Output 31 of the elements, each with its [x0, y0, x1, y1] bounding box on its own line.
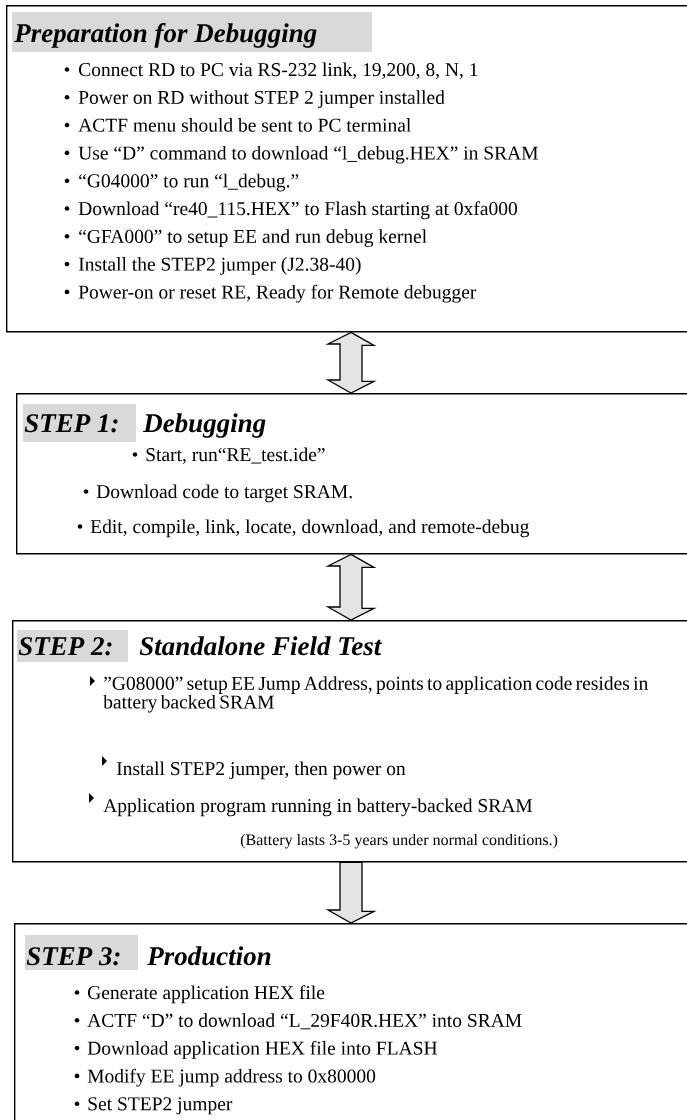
- bullet-item: Power-on or reset RE, Ready for Remote debugger: [64, 284, 477, 303]
- bullet-item: Download code to target SRAM.: [83, 484, 352, 503]
- block-arrow: [325, 860, 377, 924]
- bullet-item: Edit, compile, link, locate, download, and remote-debug: [77, 519, 530, 538]
- bullet-item: Generate application HEX file: [74, 985, 325, 1004]
- bullet-item: Modify EE jump address to 0x80000: [74, 1068, 376, 1087]
- bullet-item: Install STEP2 jumper, then power on: [102, 756, 406, 780]
- block-arrow: [325, 553, 377, 621]
- bullet-item: Download application HEX file into FLASH: [74, 1040, 438, 1059]
- bullet-item: ACTF “D” to download “L_29F40R.HEX” into SRAM: [74, 1013, 522, 1030]
- heading: Preparation for Debugging: [12, 12, 372, 52]
- heading: STEP 2:: [17, 630, 128, 662]
- bullet-item: Connect RD to PC via RS-232 link, 19,200, 8, N, 1: [64, 62, 478, 79]
- bullet-item: “GFA000” to setup EE and run debug kernel: [64, 229, 427, 247]
- block-arrow: [325, 331, 377, 394]
- note: (Battery lasts 3-5 years under normal conditions.): [240, 833, 558, 849]
- bullet-item: Set STEP2 jumper: [74, 1097, 233, 1115]
- bullet-item: Download “re40_115.HEX” to Flash starting at 0xfa000: [64, 201, 517, 220]
- bullet-item: ”G08000” setup EE Jump Address, points to application code resides in battery backed SRAM: [90, 676, 649, 713]
- bullet-item: Install the STEP2 jumper (J2.38-40): [64, 257, 361, 275]
- heading: Production: [147, 946, 271, 966]
- bullet-item: Start, run“RE_test.ide”: [132, 447, 325, 464]
- heading: Debugging: [143, 413, 266, 438]
- bullet-item: “G04000” to run “l_debug.”: [64, 173, 299, 192]
- heading: STEP 1:: [23, 404, 136, 442]
- bullet-item: Power on RD without STEP 2 jumper installed: [64, 90, 445, 108]
- bullet-item: ACTF menu should be sent to PC terminal: [64, 118, 411, 132]
- heading: STEP 3:: [25, 935, 138, 970]
- bullet-item: Application program running in battery-backed SRAM: [89, 793, 533, 817]
- heading: Standalone Field Test: [139, 636, 382, 656]
- bullet-item: Use “D” command to download “l_debug.HEX” in SRAM: [64, 145, 538, 164]
